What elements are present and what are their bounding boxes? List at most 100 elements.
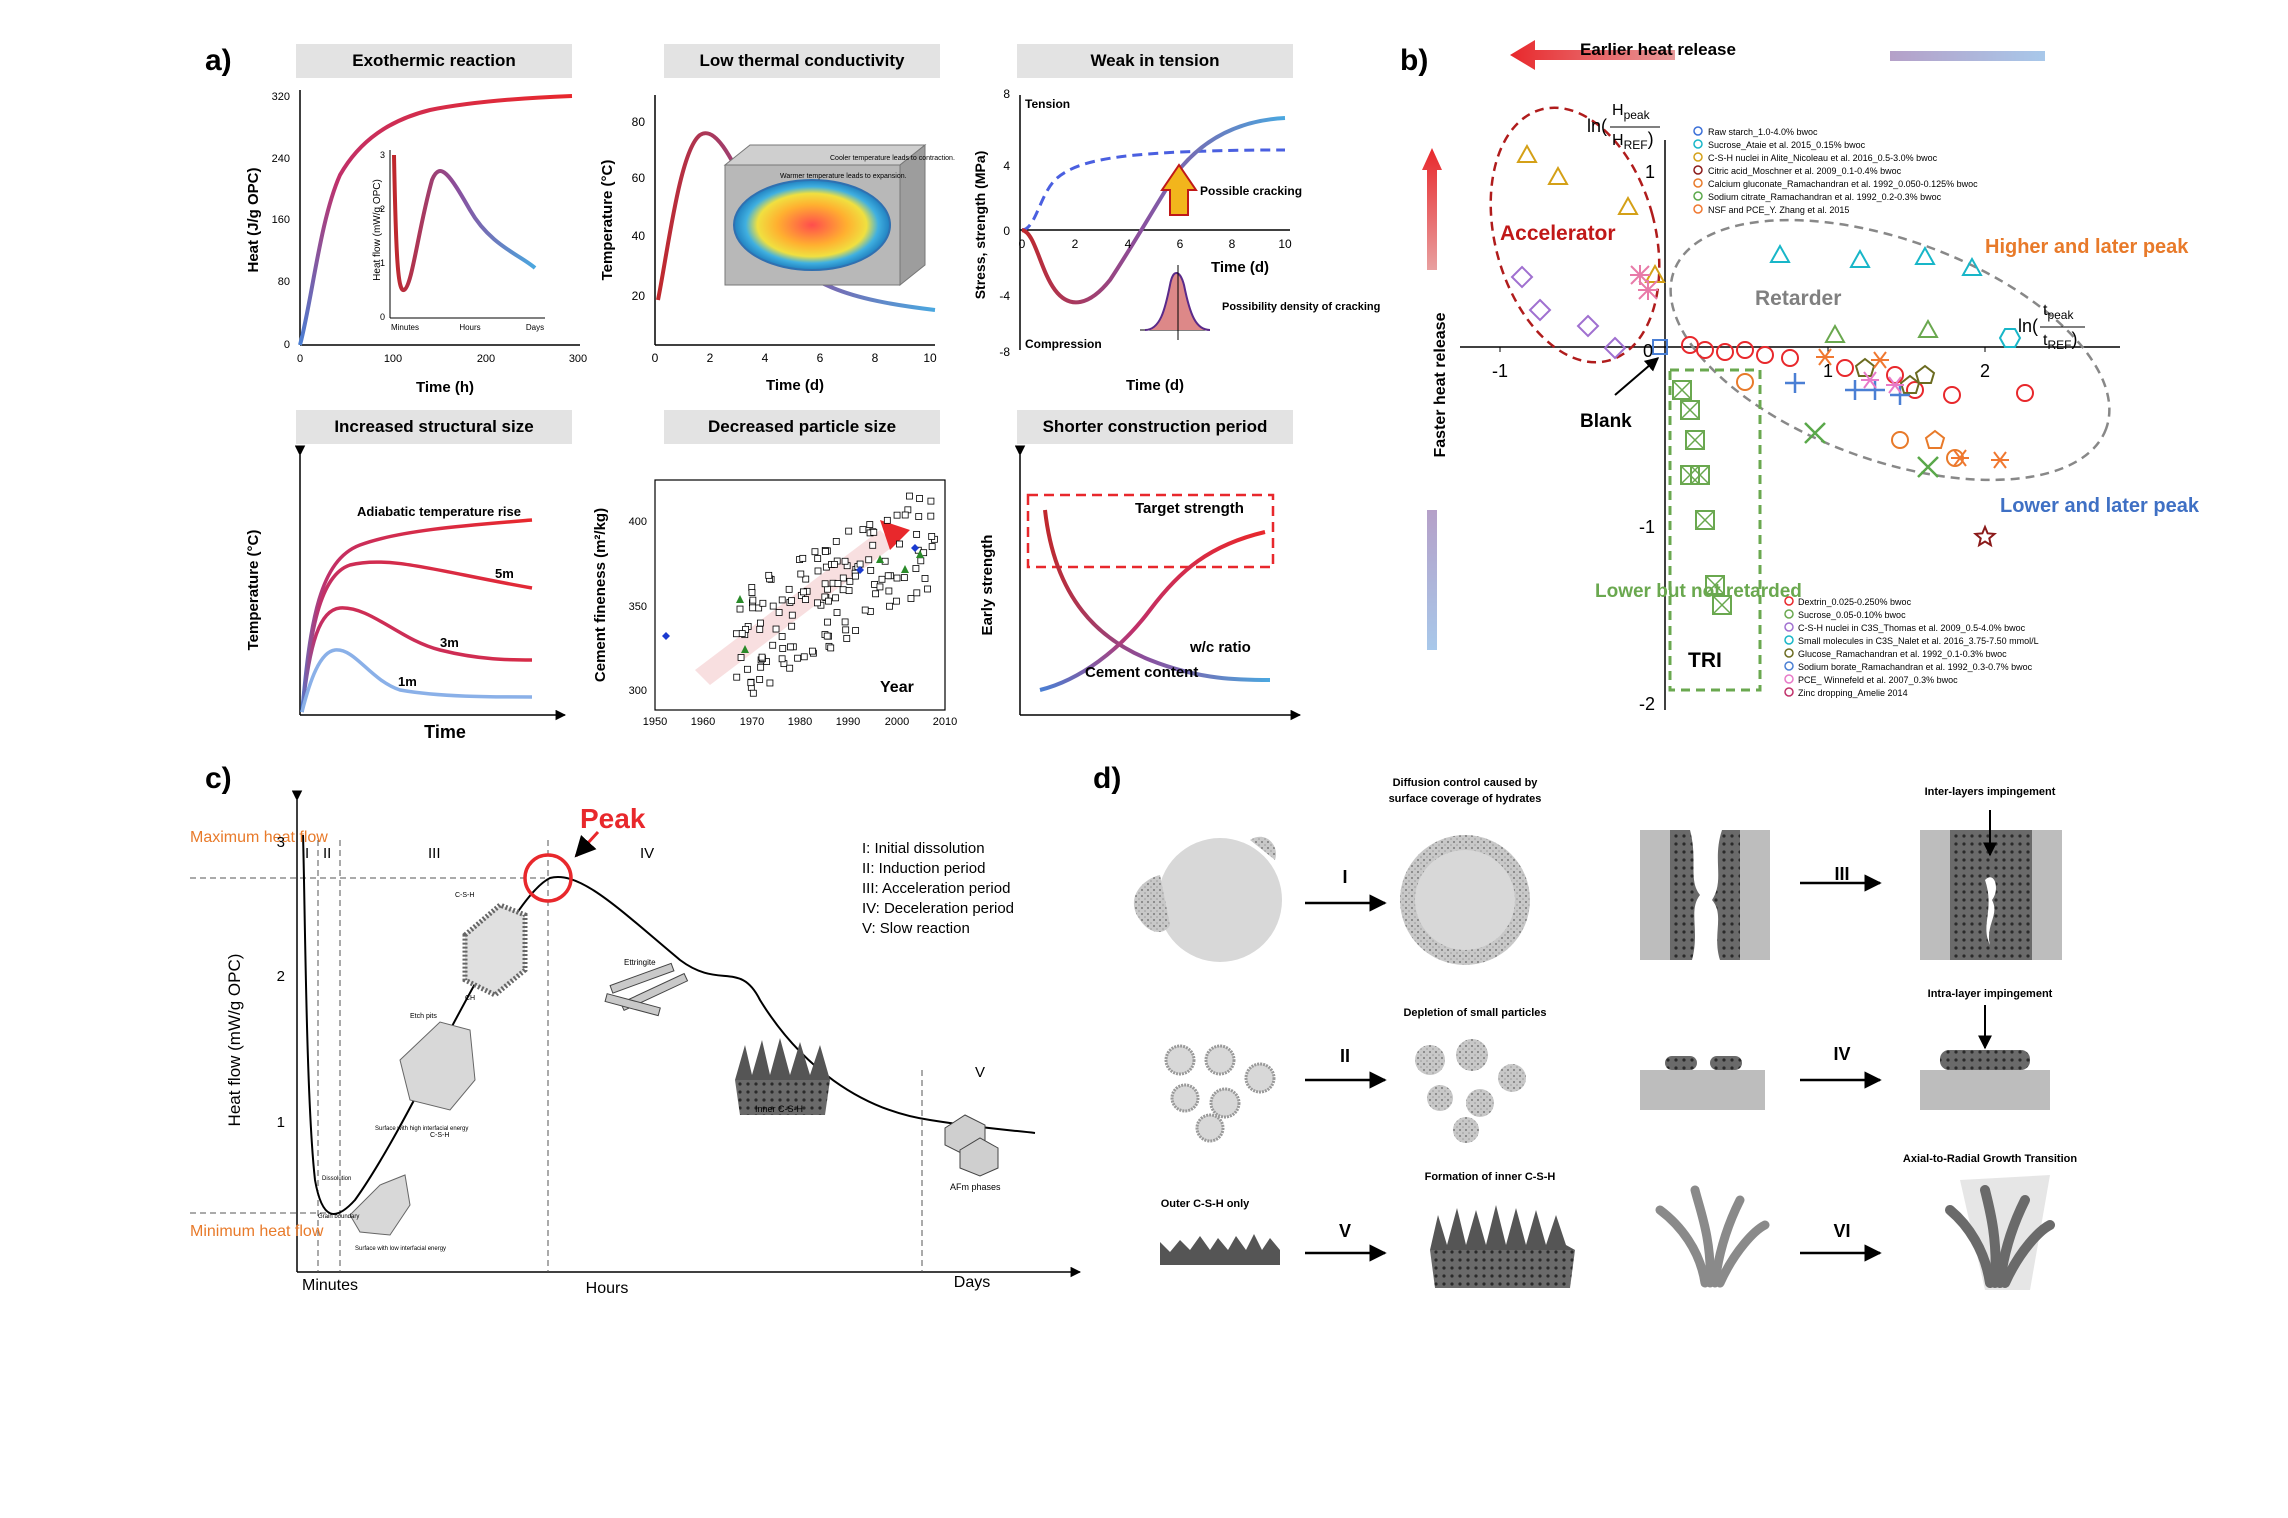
b-marker <box>1630 265 1650 285</box>
d-caption-7: Axial-to-Radial Growth Transition <box>1903 1153 2077 1165</box>
a5-xtick-1950: 1950 <box>643 716 667 728</box>
b-marker <box>1695 510 1715 530</box>
scatter-point <box>811 548 819 556</box>
a5-xtick-1990: 1990 <box>836 716 860 728</box>
b-marker <box>1695 510 1715 530</box>
b-marker <box>1785 373 1805 393</box>
c-micro-inner: Inner C-S-H <box>755 1104 803 1114</box>
c-micro-afm: AFm phases <box>950 1182 1001 1192</box>
scatter-point-green <box>736 595 744 603</box>
b-marker <box>1696 341 1714 359</box>
scatter-point <box>738 630 746 637</box>
b-legend-top-item: Calcium gluconate_Ramachandran et al. 19… <box>1708 179 1978 189</box>
d-caption-4: Intra-layer impingement <box>1928 988 2053 1000</box>
scatter-point-blue <box>662 632 670 640</box>
chart-tension <box>1019 95 1290 350</box>
a2-xtick-4: 4 <box>762 351 769 365</box>
a1-inset-xtick-days: Days <box>526 323 544 332</box>
scatter-point <box>913 531 921 538</box>
scatter-point <box>785 585 793 593</box>
a1-xtick-300: 300 <box>569 353 587 365</box>
scatter-point <box>876 583 884 591</box>
a2-ylabel: Temperature (°C) <box>599 160 616 281</box>
scatter-point <box>778 596 786 604</box>
a5-xtick-2010: 2010 <box>933 716 957 728</box>
scatter-point <box>913 589 921 597</box>
d-caption-1b: surface coverage of hydrates <box>1389 793 1542 805</box>
scatter-point <box>749 604 757 612</box>
b-legend-bottom-marker <box>1784 687 1794 697</box>
b-legend-bottom-item: Sodium borate_Ramachandran et al. 1992_0… <box>1798 662 2033 672</box>
scatter-point <box>736 605 744 613</box>
a3-ytick-8: 8 <box>1003 87 1010 101</box>
scatter-point <box>921 575 929 582</box>
b-marker <box>1638 280 1658 300</box>
a3-xtick-10: 10 <box>1278 237 1292 251</box>
c-stage-5: V <box>975 1064 985 1081</box>
scatter-point <box>927 497 935 505</box>
scatter-point <box>869 541 877 549</box>
b-marker <box>1973 524 1997 548</box>
c-stage-3: III <box>428 845 441 862</box>
b-xtick-1: 1 <box>1823 361 1833 381</box>
diagram-d <box>1133 810 2062 1290</box>
c-ytick-1: 1 <box>277 1114 285 1131</box>
a4-ylabel: Temperature (°C) <box>245 530 262 651</box>
chart-construction <box>1014 445 1302 721</box>
scatter-point-green <box>901 565 909 573</box>
scatter-point <box>846 577 854 585</box>
a2-xtick-2: 2 <box>707 351 714 365</box>
c-legend-4: IV: Deceleration period <box>862 900 1014 917</box>
a2-xtick-0: 0 <box>652 351 659 365</box>
scatter-cement <box>662 492 938 697</box>
a3-density: Possibility density of cracking <box>1222 301 1380 313</box>
a3-xlabel: Time (d) <box>1126 377 1184 394</box>
b-ytick-m1: -1 <box>1639 517 1655 537</box>
b-marker <box>2016 384 2034 402</box>
b-marker <box>1510 265 1534 289</box>
b-marker <box>1899 374 1921 394</box>
b-ln-t-den: tREF) <box>2043 329 2077 352</box>
a5-ytick-300: 300 <box>629 685 647 697</box>
b-marker <box>1652 339 1668 355</box>
a5-xtick-2000: 2000 <box>885 716 909 728</box>
scatter-point <box>802 575 810 583</box>
scatter-point <box>757 663 765 671</box>
scatter-point <box>821 593 829 601</box>
b-lower-later: Lower and later peak <box>2000 495 2200 517</box>
chart-structural <box>294 445 567 721</box>
b-ln-t-num: tpeak <box>2043 302 2074 322</box>
c-legend-5: V: Slow reaction <box>862 920 970 937</box>
scatter-point <box>839 574 847 582</box>
scatter-point <box>928 543 936 551</box>
a1-inset-xtick-hours: Hours <box>459 323 480 332</box>
a2-ytick-80: 80 <box>632 115 646 129</box>
title-tension: Weak in tension <box>1017 44 1293 78</box>
b-marker <box>1736 341 1754 359</box>
scatter-point <box>800 653 808 661</box>
c-legend-1: I: Initial dissolution <box>862 840 985 857</box>
a1-xtick-200: 200 <box>477 353 495 365</box>
a3-xtick-6: 6 <box>1177 237 1184 251</box>
b-legend-bottom-marker <box>1784 635 1794 645</box>
b-legend-top-item: C-S-H nuclei in Alite_Nicoleau et al. 20… <box>1708 153 1938 163</box>
c-max-1: Maximum heat flow <box>190 829 328 846</box>
b-legend-bottom-item: Sucrose_0.05-0.10% bwoc <box>1798 610 1906 620</box>
scatter-point <box>824 618 831 626</box>
a6-cement-1: Cement content <box>1085 664 1198 681</box>
scatter-point <box>749 689 757 697</box>
d-step-2: II <box>1340 1046 1350 1066</box>
a5-xtick-1980: 1980 <box>788 716 812 728</box>
a1-ytick-0: 0 <box>284 339 290 351</box>
d-step-5: V <box>1339 1221 1351 1241</box>
scatter-point <box>830 560 838 568</box>
a1-inset-ylabel: Heat flow (mW/g OPC) <box>372 179 383 281</box>
a1-ylabel: Heat (J/g OPC) <box>245 167 262 272</box>
b-marker <box>1924 429 1946 449</box>
b-marker <box>1917 318 1939 338</box>
chart-thermal <box>654 95 936 346</box>
a3-ylabel: Stress, strength (MPa) <box>972 151 988 300</box>
scatter-point <box>865 556 873 564</box>
c-micro-grain: Grain boundary <box>318 1214 359 1220</box>
scatter-point <box>893 511 901 519</box>
